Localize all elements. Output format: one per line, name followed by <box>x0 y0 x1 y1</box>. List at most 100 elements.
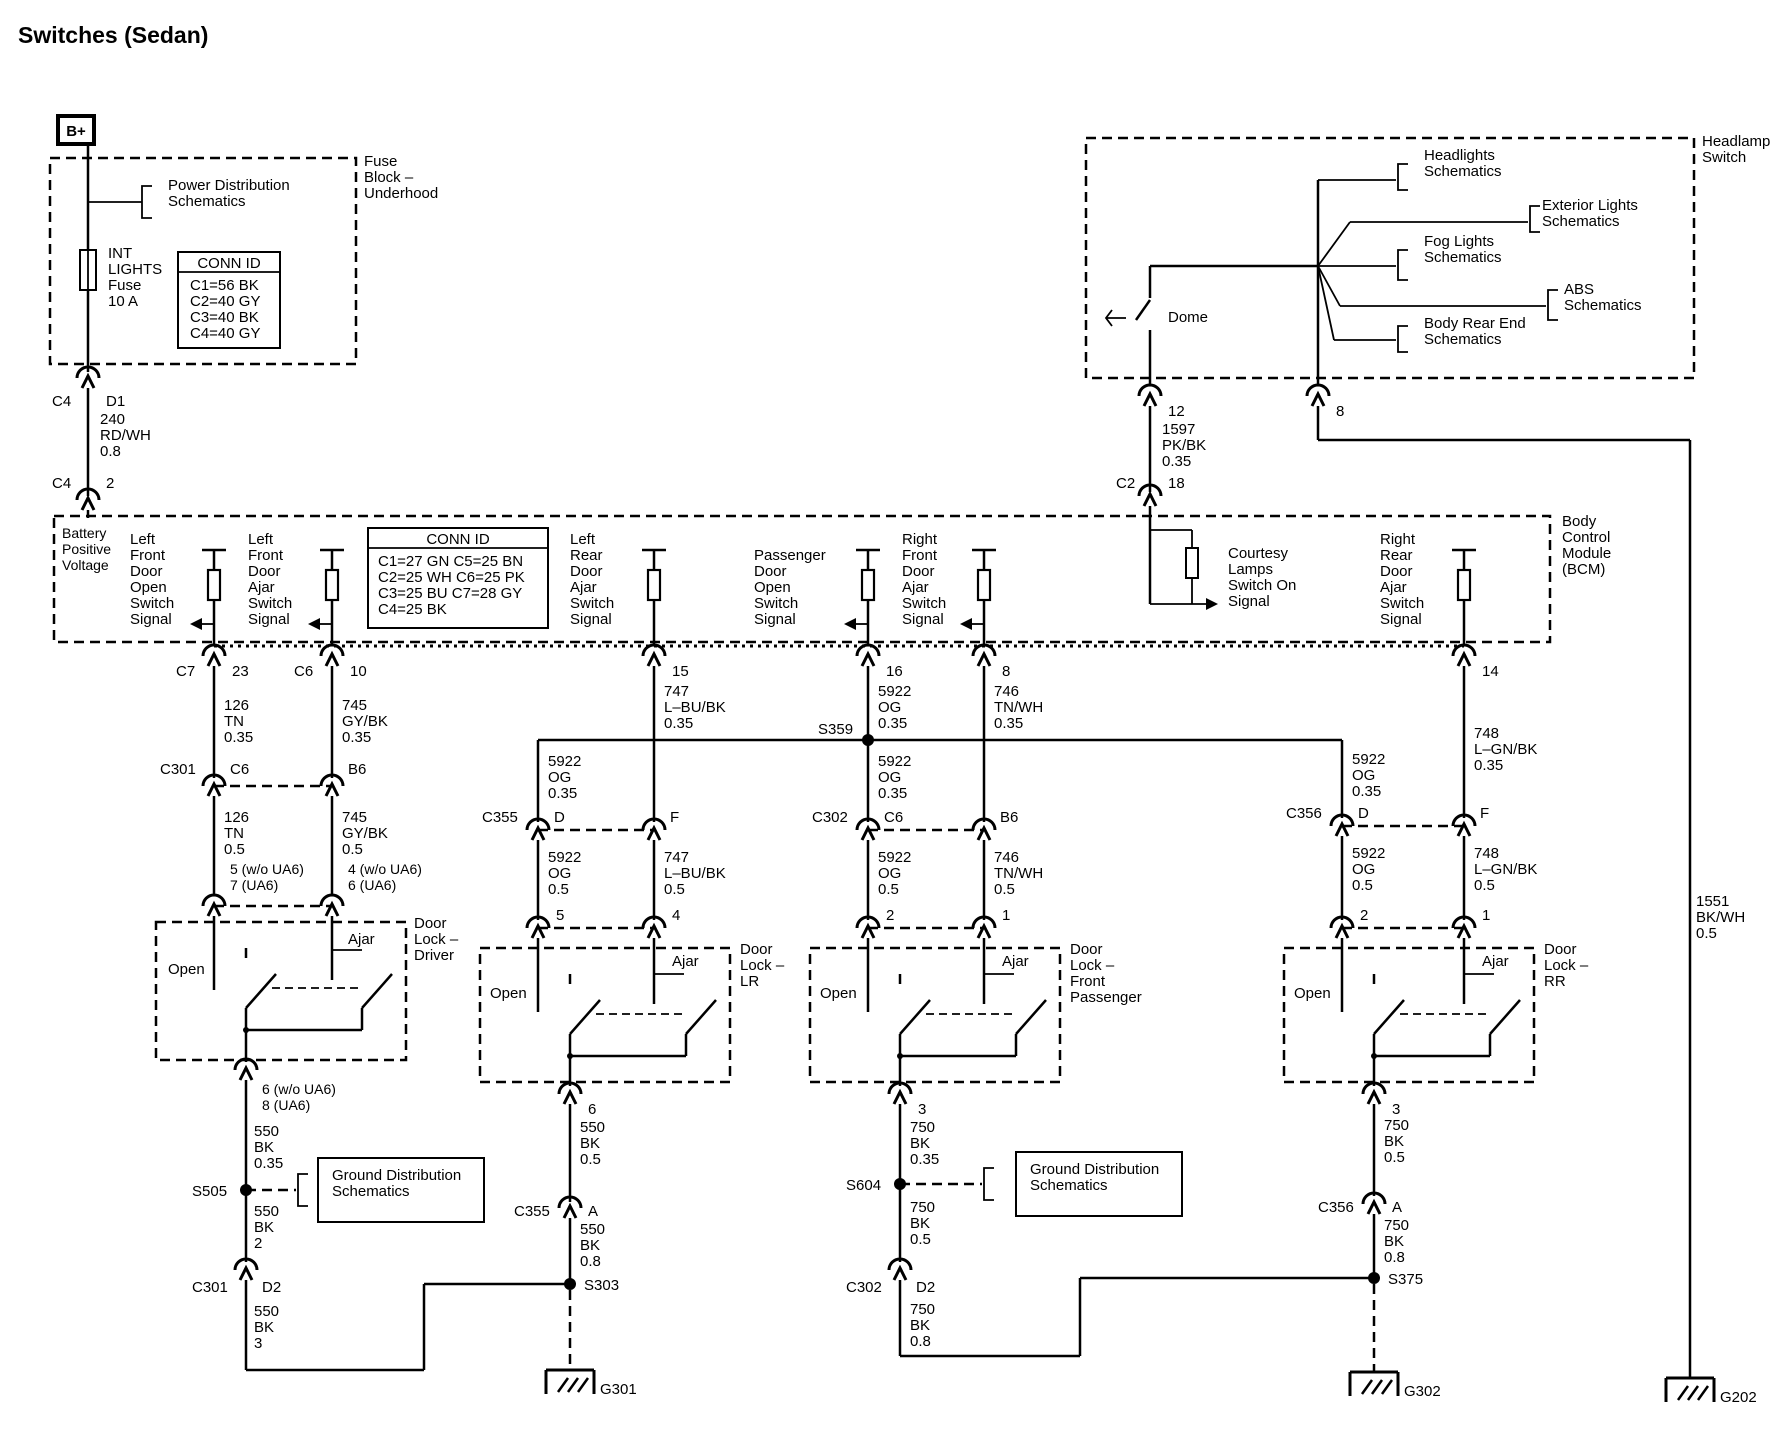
driver-gnd-pins-label: 6 (w/o UA6) 8 (UA6) <box>262 1081 340 1113</box>
c6-rf-label: C6 <box>884 809 903 826</box>
wire-5922-a-label: 5922 OG 0.35 <box>878 683 916 732</box>
g301-label: G301 <box>600 1381 637 1398</box>
wire-550-lr2-label: 550 BK 0.8 <box>580 1221 609 1270</box>
fp-open-label: Open <box>820 985 857 1002</box>
ground-distribution-ref-2[interactable] <box>1015 1151 1183 1217</box>
door-lock-driver-label: Door Lock – Driver <box>414 915 462 964</box>
c4-bot-label: C4 <box>52 475 71 492</box>
connector-hl-8 <box>1305 383 1331 408</box>
g202-label: G202 <box>1720 1389 1757 1406</box>
d-rr-label: D <box>1358 805 1369 822</box>
driver-switch-contact-open <box>245 973 277 1009</box>
pin-8-label: 8 <box>1002 663 1010 680</box>
wire-748-b-label: 748 L–GN/BK 0.5 <box>1474 845 1542 894</box>
pin-8-hl-label: 8 <box>1336 403 1344 420</box>
c7-label: C7 <box>176 663 195 680</box>
rr-ajar-pullup <box>1450 548 1478 648</box>
pin-18-label: 18 <box>1168 475 1185 492</box>
f-lr-label: F <box>670 809 679 826</box>
door-lock-lr-label: Door Lock – LR <box>740 941 788 990</box>
dome-label: Dome <box>1168 309 1208 326</box>
g302-label: G302 <box>1404 1383 1441 1400</box>
wire-126-a-label: 126 TN 0.35 <box>224 697 253 746</box>
c355-bot-label: C355 <box>514 1203 550 1220</box>
door-lock-fp-label: Door Lock – Front Passenger <box>1070 941 1142 1006</box>
lf-ajar-signal-label: Left Front Door Ajar Switch Signal <box>248 531 296 628</box>
c302-top-label: C302 <box>812 809 848 826</box>
conn-id-rows-fuse: C1=56 BK C2=40 GY C3=40 BK C4=40 GY <box>190 277 264 342</box>
bcm-label: Body Control Module (BCM) <box>1562 513 1615 578</box>
conn-id-title-bcm: CONN ID <box>426 531 490 548</box>
a-lr-label: A <box>588 1203 598 1220</box>
wire-745-a-label: 745 GY/BK 0.35 <box>342 697 392 746</box>
d2-a-label: D2 <box>262 1279 281 1296</box>
ground-distribution-ref-2-label: Ground Distribution Schematics <box>1030 1161 1163 1194</box>
fog-lights-schematics-ref[interactable]: Fog Lights Schematics <box>1424 233 1502 266</box>
pin-10-label: 10 <box>350 663 367 680</box>
abs-schematics-ref[interactable]: ABS Schematics <box>1564 281 1642 314</box>
lf-open-signal-label: Left Front Door Open Switch Signal <box>130 531 178 628</box>
body-rear-end-schematics-ref[interactable]: Body Rear End Schematics <box>1424 315 1530 348</box>
a-rr-label: A <box>1392 1199 1402 1216</box>
d-lr-label: D <box>554 809 565 826</box>
wire-5922-rf1-label: 5922 OG 0.35 <box>878 753 916 802</box>
connector-driver-ajar <box>319 893 345 918</box>
connector-bcm-14 <box>1451 643 1477 668</box>
connector-c301-b6 <box>319 773 345 798</box>
pin-16-label: 16 <box>886 663 903 680</box>
driver-ajar-label: Ajar <box>348 931 375 948</box>
pin-lr-5-label: 5 <box>556 907 564 924</box>
conn-id-rows-bcm: C1=27 GN C5=25 BN C2=25 WH C6=25 PK C3=2… <box>378 553 529 618</box>
pin-rf-1-label: 1 <box>1002 907 1010 924</box>
ground-distribution-ref-1-label: Ground Distribution Schematics <box>332 1167 465 1200</box>
pin-rr-1-label: 1 <box>1482 907 1490 924</box>
pin-lr-6-label: 6 <box>588 1101 596 1118</box>
battery-positive-label: Battery Positive Voltage <box>62 525 115 573</box>
lf-ajar-pullup <box>318 548 346 648</box>
passenger-open-pullup <box>854 548 882 648</box>
connector-driver-gnd <box>233 1057 259 1082</box>
ground-distribution-ref-1[interactable] <box>317 1157 485 1223</box>
lr-open-label: Open <box>490 985 527 1002</box>
driver-open-label: Open <box>168 961 205 978</box>
wire-550-lr-label: 550 BK 0.5 <box>580 1119 609 1168</box>
connector-rr-3 <box>1361 1081 1387 1106</box>
exterior-lights-schematics-ref[interactable]: Exterior Lights Schematics <box>1542 197 1642 230</box>
power-distribution-ref[interactable]: Power Distribution Schematics <box>168 177 294 210</box>
ground-g301 <box>544 1368 596 1396</box>
connector-c302-d2 <box>887 1257 913 1282</box>
wire-5922-lr1-label: 5922 OG 0.35 <box>548 753 586 802</box>
ground-g302 <box>1348 1370 1400 1398</box>
pin-rf-3-label: 3 <box>918 1101 926 1118</box>
d1-label: D1 <box>106 393 125 410</box>
wire-126-b-label: 126 TN 0.5 <box>224 809 253 858</box>
s505-label: S505 <box>192 1183 227 1200</box>
passenger-open-signal-label: Passenger Door Open Switch Signal <box>754 547 830 628</box>
bcm-box <box>52 514 1552 644</box>
pin-rr-3-label: 3 <box>1392 1101 1400 1118</box>
b6-rf-label: B6 <box>1000 809 1018 826</box>
connector-bcm-15 <box>641 643 667 668</box>
wire-746-b-label: 746 TN/WH 0.5 <box>994 849 1047 898</box>
c6-b-label: C6 <box>230 761 249 778</box>
c4-top-label: C4 <box>52 393 71 410</box>
rr-ajar-signal-label: Right Rear Door Ajar Switch Signal <box>1380 531 1428 628</box>
dome-switch-contact <box>1134 299 1152 321</box>
splice-s375 <box>1368 1272 1380 1284</box>
wire-550-c-label: 550 BK 3 <box>254 1303 283 1352</box>
headlights-schematics-ref[interactable]: Headlights Schematics <box>1424 147 1502 180</box>
connector-c302-b6 <box>971 817 997 842</box>
rf-ajar-pullup <box>970 548 998 648</box>
lr-switch-contact-ajar <box>685 999 717 1035</box>
wire-1597-label: 1597 PK/BK 0.35 <box>1162 421 1210 470</box>
rr-switch-contact-open <box>1373 999 1405 1035</box>
wire-747-b-label: 747 L–BU/BK 0.5 <box>664 849 730 898</box>
pin-rf-2-label: 2 <box>886 907 894 924</box>
wire-5922-rf2-label: 5922 OG 0.5 <box>878 849 916 898</box>
wire-750-c-label: 750 BK 0.8 <box>910 1301 939 1350</box>
connector-c7-23 <box>201 643 227 668</box>
s375-label: S375 <box>1388 1271 1423 1288</box>
fp-ajar-label: Ajar <box>1002 953 1029 970</box>
lr-switch-contact-open <box>569 999 601 1035</box>
